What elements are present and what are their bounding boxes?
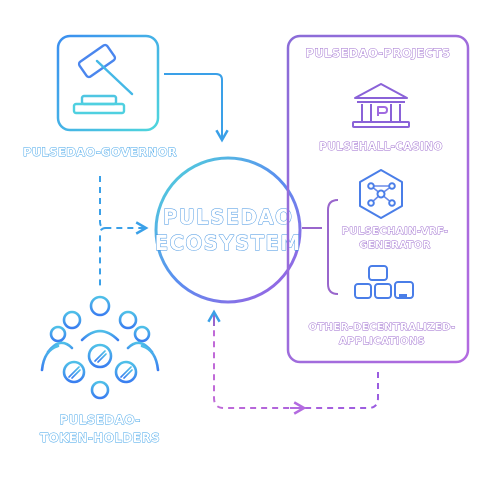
project-casino-label: PULSEHALL-CASINO: [319, 141, 443, 153]
bank-building-icon: [352, 83, 410, 128]
projects-frame: [286, 34, 470, 364]
ecosystem-node: PULSEDAO ECOSYSTEM: [154, 156, 302, 304]
project-apps-label-line1: OTHER-DECENTRALIZED-: [308, 322, 455, 333]
governor-to-ecosystem-arrow: [164, 73, 229, 143]
governor-node: [56, 34, 160, 132]
token-holders-label-line1: PULSEDAO-: [59, 413, 140, 427]
governor-frame: [56, 34, 160, 132]
dashed-connector-down: [99, 227, 107, 290]
project-apps-label-line2: APPLICATIONS: [339, 336, 425, 347]
ecosystem-title-line2: ECOSYSTEM: [155, 231, 302, 255]
projects-title: PULSEDAO-PROJECTS: [305, 46, 450, 60]
governor-label: PULSEDAO-GOVERNOR: [23, 145, 177, 159]
app-tiles-icon: [354, 265, 414, 299]
token-holders-label-line2: TOKEN-HOLDERS: [40, 431, 160, 445]
hexagon-network-icon: [359, 169, 403, 219]
gavel-icon: [72, 43, 134, 115]
projects-bracket: [327, 199, 339, 295]
ecosystem-title-line1: PULSEDAO: [163, 205, 293, 229]
project-vrf-label-line1: PULSECHAIN-VRF-: [342, 226, 449, 237]
holders-to-ecosystem-dashed-arrow: [99, 176, 149, 235]
projects-panel: PULSEDAO-PROJECTS PULSEHALL-CASINO: [286, 34, 470, 364]
people-group-icon: [40, 295, 160, 400]
ecosystem-circle: [154, 156, 302, 304]
project-vrf-label-line2: GENERATOR: [359, 240, 431, 251]
